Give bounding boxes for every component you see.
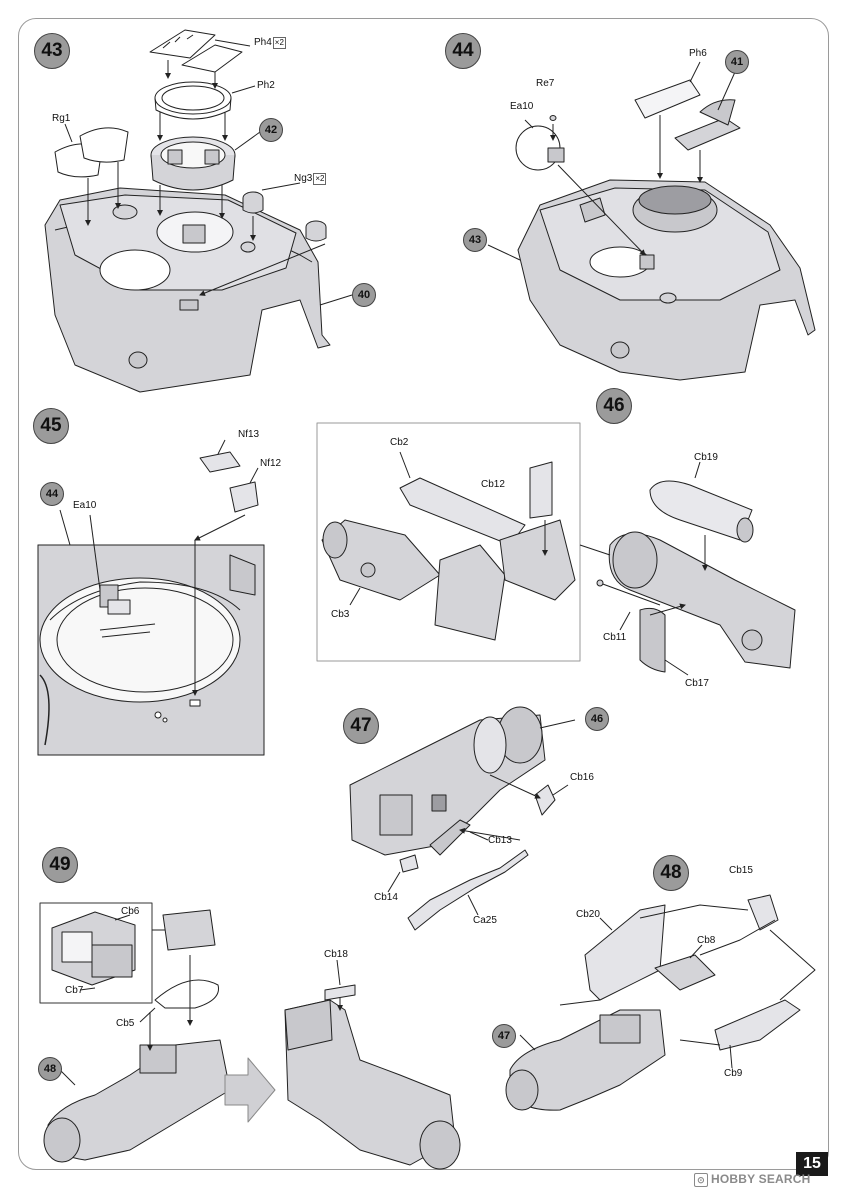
part-label-ca25: Ca25: [473, 915, 497, 926]
step48-drawing: [505, 894, 816, 1111]
part-label-cb5: Cb5: [116, 1018, 135, 1029]
part-label-ea10-step45: Ea10: [73, 500, 97, 511]
step47-drawing: [349, 706, 576, 931]
part-label-cb13: Cb13: [488, 835, 512, 846]
watermark-logo-icon: ⊙: [694, 1172, 708, 1187]
subassembly-ref-40: 40: [352, 283, 376, 307]
page-number: 15: [796, 1152, 828, 1176]
step-44-badge: 44: [445, 33, 481, 69]
part-label-cb16: Cb16: [570, 772, 594, 783]
subassembly-ref-48: 48: [38, 1057, 62, 1081]
step-43-badge: 43: [34, 33, 70, 69]
part-label-ph2: Ph2: [257, 80, 275, 91]
part-label-nf13: Nf13: [238, 429, 260, 440]
part-label-cb20: Cb20: [576, 909, 600, 920]
part-label-re7: Re7: [536, 78, 555, 89]
step-46-badge: 46: [596, 388, 632, 424]
part-label-cb8: Cb8: [697, 935, 716, 946]
step44-turret-drawing: [487, 61, 816, 381]
watermark-text: HOBBY SEARCH: [711, 1172, 811, 1186]
part-label-ph4: Ph4×2: [254, 37, 286, 49]
part-label-cb3: Cb3: [331, 609, 350, 620]
step-48-badge: 48: [653, 855, 689, 891]
subassembly-ref-42: 42: [259, 118, 283, 142]
watermark: ⊙HOBBY SEARCH: [694, 1172, 811, 1187]
page-frame: [18, 18, 829, 1170]
part-label-cb12: Cb12: [481, 479, 505, 490]
part-label-rg1: Rg1: [52, 113, 71, 124]
subassembly-ref-44: 44: [40, 482, 64, 506]
part-label-cb14: Cb14: [374, 892, 398, 903]
part-label-ea10-step44: Ea10: [510, 101, 534, 112]
subassembly-ref-47: 47: [492, 1024, 516, 1048]
part-label-ph4-multiplier: ×2: [272, 37, 286, 49]
step49-drawing: [39, 902, 461, 1170]
part-label-cb15: Cb15: [729, 865, 753, 876]
part-label-cb2: Cb2: [390, 437, 409, 448]
part-label-nf12: Nf12: [260, 458, 282, 469]
part-label-cb17: Cb17: [685, 678, 709, 689]
step-47-badge: 47: [343, 708, 379, 744]
step-49-badge: 49: [42, 847, 78, 883]
part-label-ng3-multiplier: ×2: [313, 173, 327, 185]
part-label-cb11: Cb11: [603, 632, 627, 643]
subassembly-ref-46: 46: [585, 707, 609, 731]
part-label-ph4-text: Ph4: [254, 37, 272, 48]
step43-turret-drawing: [44, 29, 353, 393]
part-label-ng3: Ng3×2: [294, 173, 327, 185]
part-label-cb9: Cb9: [724, 1068, 743, 1079]
part-label-cb18: Cb18: [324, 949, 348, 960]
part-label-ng3-text: Ng3: [294, 173, 313, 184]
part-label-cb19: Cb19: [694, 452, 718, 463]
subassembly-ref-41: 41: [725, 50, 749, 74]
step-45-badge: 45: [33, 408, 69, 444]
part-label-cb6: Cb6: [121, 906, 140, 917]
subassembly-ref-43: 43: [463, 228, 487, 252]
step46-drawing: [316, 422, 796, 676]
part-label-cb7: Cb7: [65, 985, 84, 996]
part-label-ph6: Ph6: [689, 48, 707, 59]
step45-drawing: [37, 439, 265, 756]
